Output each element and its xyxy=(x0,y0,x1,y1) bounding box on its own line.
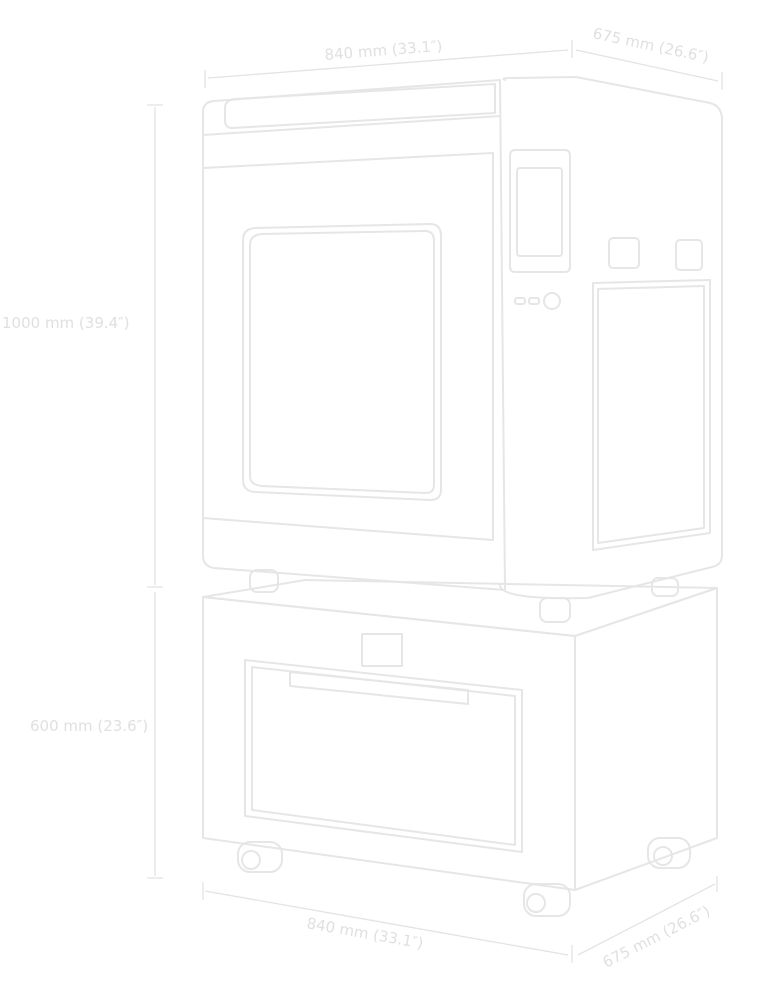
side-vent xyxy=(675,239,703,271)
indicator-light xyxy=(528,297,540,305)
bottom-width-dimension: 840 mm (33.1″) xyxy=(202,882,573,963)
stand xyxy=(202,579,718,891)
top-width-dimension: 840 mm (33.1″) xyxy=(204,37,573,88)
power-button-icon xyxy=(543,292,561,310)
top-width-label: 840 mm (33.1″) xyxy=(324,37,443,64)
side-window xyxy=(592,279,711,551)
door-window xyxy=(242,223,442,501)
bottom-depth-label: 675 mm (26.6″) xyxy=(600,902,713,972)
printer-height-dimension: 1000 mm (39.4″) xyxy=(2,104,163,588)
side-vent xyxy=(608,237,640,269)
stand-drawer xyxy=(244,659,523,853)
stand-label-plate xyxy=(361,633,403,667)
printer-body xyxy=(202,76,723,600)
stand-height-label: 600 mm (23.6″) xyxy=(30,717,148,735)
drawer-handle xyxy=(289,671,469,705)
stand-wheels xyxy=(237,837,691,917)
indicator-light xyxy=(514,297,526,305)
printer-height-label: 1000 mm (39.4″) xyxy=(2,314,130,332)
top-depth-label: 675 mm (26.6″) xyxy=(591,24,710,66)
top-depth-dimension: 675 mm (26.6″) xyxy=(575,24,723,90)
top-lid xyxy=(224,83,496,129)
touchscreen xyxy=(509,149,571,273)
front-door xyxy=(202,152,494,541)
bottom-width-label: 840 mm (33.1″) xyxy=(305,914,424,952)
stand-height-dimension: 600 mm (23.6″) xyxy=(30,592,163,879)
bottom-depth-dimension: 675 mm (26.6″) xyxy=(577,876,718,972)
printer-feet xyxy=(249,569,679,623)
